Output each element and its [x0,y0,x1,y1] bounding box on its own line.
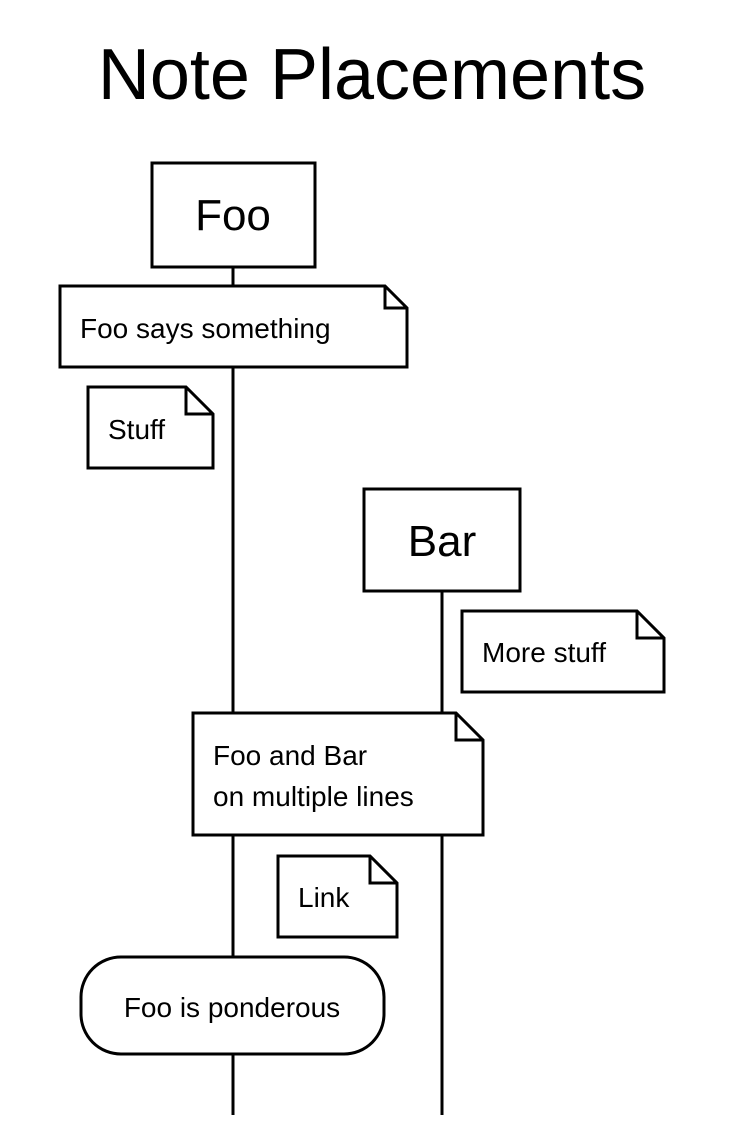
note-text: Foo is ponderous [124,992,340,1023]
actor-foo-box [150,161,317,269]
note-foo-is-ponderous: Foo is ponderous [79,955,386,1056]
note-shape [191,711,485,837]
note-text-line-2: on multiple lines [213,781,414,812]
note-fold-corner [383,286,407,310]
note-text-line-1: Foo and Bar [213,740,367,771]
actor-bar-box [362,487,522,593]
note-shape [58,284,409,369]
note-shape [460,609,666,694]
note-fold-corner [368,856,397,885]
note-stuff: Stuff [86,385,215,470]
note-more-stuff: More stuff [460,609,666,694]
actor-bar-label: Bar [408,517,476,566]
note-foo-and-bar: Foo and Bar on multiple lines [191,711,485,837]
note-shape [86,385,215,470]
note-fold-corner [184,387,213,416]
note-text: Stuff [108,414,165,445]
actor-foo: Foo [150,161,317,269]
note-foo-says-something: Foo says something [58,284,409,369]
note-text: Link [298,882,350,913]
note-text: Foo says something [80,313,331,344]
note-fold-corner [454,713,483,742]
note-rounded-shape [79,955,386,1056]
actor-bar: Bar [362,487,522,593]
diagram-title: Note Placements [98,35,646,115]
note-link: Link [276,854,399,939]
note-shape [276,854,399,939]
note-text: More stuff [482,637,606,668]
actor-foo-label: Foo [195,191,271,240]
note-fold-corner [635,611,664,640]
